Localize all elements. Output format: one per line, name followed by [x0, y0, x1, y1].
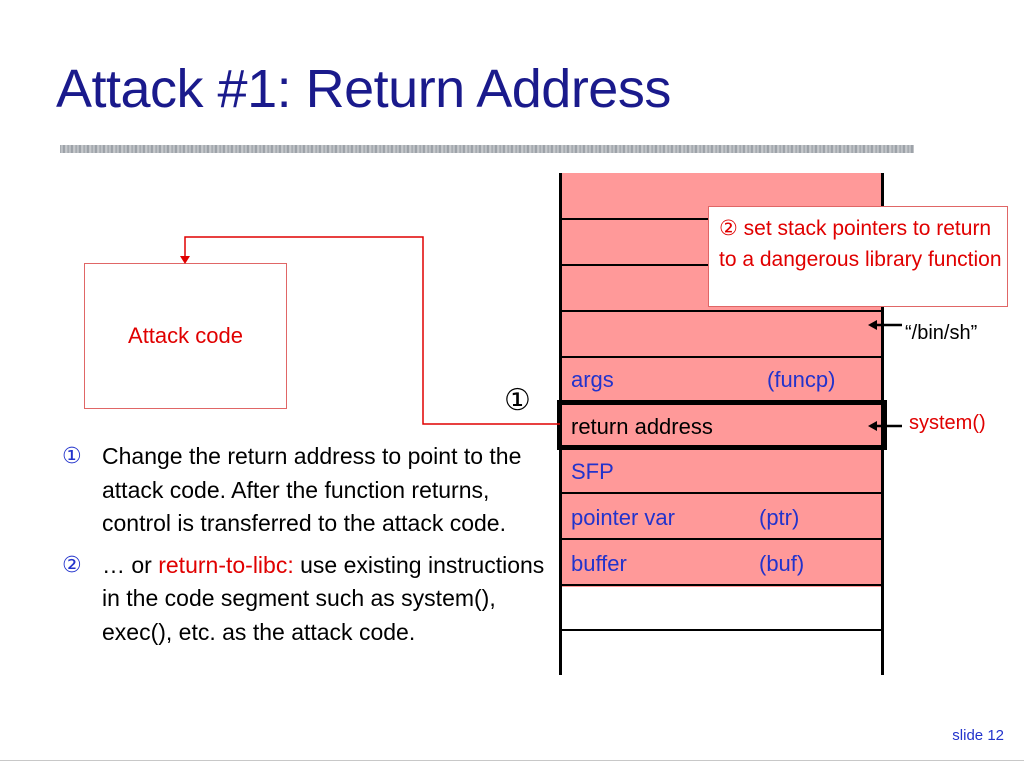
- callout-number: ②: [719, 216, 738, 240]
- return-address-highlight: return address: [557, 400, 887, 450]
- bullet-item-1: ① Change the return address to point to …: [62, 440, 552, 541]
- footer-divider: [0, 760, 1024, 761]
- bullet-1-number: ①: [62, 444, 82, 469]
- args-label: args: [571, 367, 614, 392]
- system-label: system(): [909, 412, 986, 434]
- bullet-2-number: ②: [62, 552, 82, 578]
- buffer-label: buffer: [571, 551, 627, 576]
- attack-code-box: Attack code: [84, 263, 287, 409]
- callout-return-to-libc: ② set stack pointers to return to a dang…: [708, 206, 1008, 307]
- return-address-label: return address: [571, 414, 713, 439]
- attack-code-label: Attack code: [128, 323, 243, 348]
- stack-cell-return-address: [561, 403, 883, 449]
- bullet-2-suffix: use existing instructions in the code se…: [102, 551, 545, 645]
- stack-divider: [561, 584, 883, 586]
- stack-cell-buffer: buffer (buf): [561, 541, 883, 587]
- stack-cell-args: args (funcp): [561, 357, 883, 403]
- stack-divider: [561, 538, 883, 540]
- callout-text: set stack pointers to return to a danger…: [719, 217, 1002, 271]
- slide-number: slide 12: [952, 727, 1004, 744]
- bullet-item-2: ② … or return-to-libc: use existing inst…: [62, 549, 552, 650]
- stack-divider: [561, 310, 883, 312]
- title-divider: [60, 145, 914, 153]
- stack-divider: [561, 356, 883, 358]
- step-1-marker: ①: [504, 383, 531, 418]
- stack-divider: [561, 629, 883, 631]
- bullet-1-text: Change the return address to point to th…: [102, 443, 522, 536]
- pointer-var-label: pointer var: [571, 505, 675, 530]
- buffer-value: (buf): [759, 551, 805, 576]
- bullet-2-highlight: return-to-libc:: [158, 551, 294, 578]
- bullet-2-prefix: … or: [102, 551, 159, 578]
- slide-title: Attack #1: Return Address: [56, 59, 671, 119]
- bullet-list: ① Change the return address to point to …: [62, 440, 552, 657]
- binsh-label: “/bin/sh”: [905, 322, 978, 344]
- stack-cell-empty-6: [561, 631, 883, 677]
- stack-cell-empty-5: [561, 587, 883, 633]
- stack-divider: [561, 492, 883, 494]
- args-value: (funcp): [767, 367, 836, 392]
- stack-cell-sfp: SFP: [561, 449, 883, 495]
- sfp-label: SFP: [571, 459, 614, 484]
- pointer-var-value: (ptr): [759, 505, 800, 530]
- stack-cell-pointer-var: pointer var (ptr): [561, 495, 883, 541]
- stack-cell-empty-4: [561, 311, 883, 357]
